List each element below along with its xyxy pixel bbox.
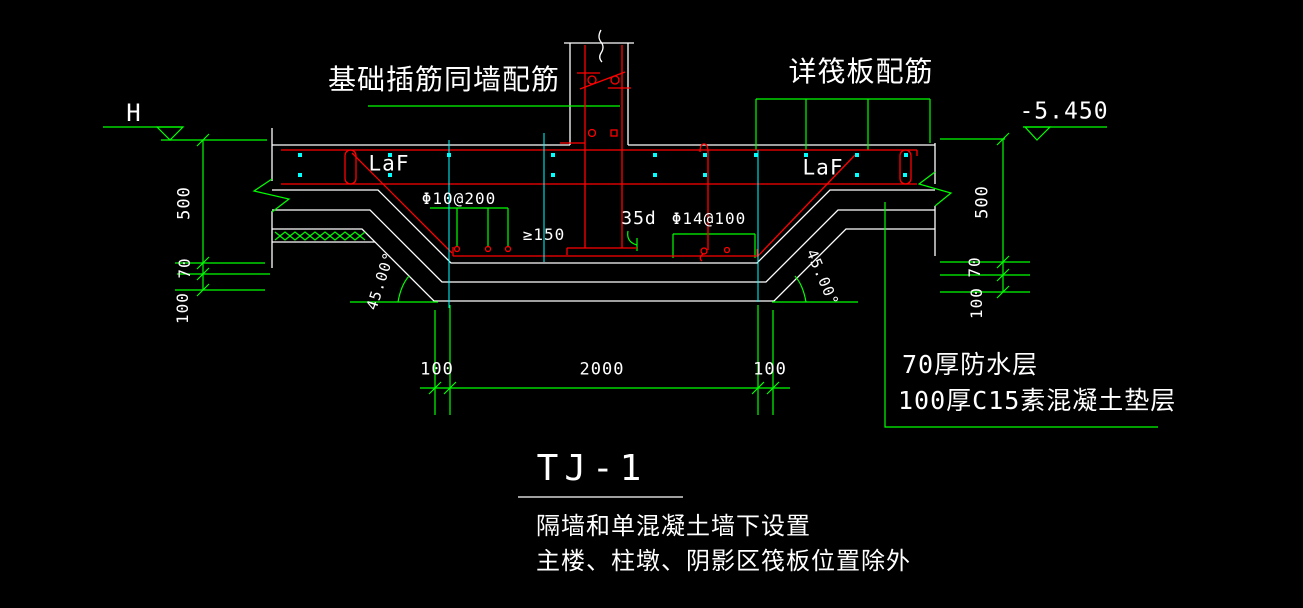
layer-note-line1: 70厚防水层 [902, 350, 1039, 379]
splice-bar-circle [587, 75, 597, 85]
hanger-hook-dot [700, 247, 708, 255]
wall-break-squiggle-icon [598, 29, 604, 63]
layer-note-line2: 100厚C15素混凝土垫层 [898, 386, 1177, 415]
anchorage-leader [627, 230, 638, 251]
slab-top-bar [281, 149, 918, 156]
left-break-icon [252, 178, 291, 213]
hanger-bar-top-hook [699, 143, 709, 153]
cyan-construction [298, 133, 908, 308]
anchorage-label: 35d [621, 208, 657, 229]
right-dim-extensions [940, 261, 1030, 293]
phi14-label: Φ14@100 [671, 209, 747, 228]
wall-bar-section-square [610, 129, 618, 137]
pit-bar-dot [484, 245, 492, 253]
phi14-leader [672, 233, 756, 258]
slab-bar-sections [298, 153, 908, 177]
layer-note-leader [884, 202, 1158, 428]
bottom-dim-extensions [434, 305, 774, 415]
right-lap-hook-loop [899, 149, 912, 185]
phi10-label: Φ10@200 [421, 189, 497, 208]
dim-left-100: 100 [173, 292, 192, 324]
left-bent-bar [351, 152, 453, 254]
rebar-linework [281, 45, 918, 262]
detail-title: TJ-1 [536, 448, 648, 489]
right-angle-arc [794, 275, 807, 303]
right-break-icon [917, 171, 953, 207]
dimension-linework [103, 98, 1158, 428]
pit-bottom-bar [452, 247, 758, 257]
right-elevation-marker-icon [1023, 126, 1052, 141]
elevation-label-left: H [126, 99, 142, 127]
left-lap-hook-loop [344, 149, 357, 185]
slab-bottom-contour [272, 189, 935, 264]
concrete-outline [271, 29, 936, 498]
right-bent-bar [756, 154, 856, 258]
dim-right-100: 100 [967, 287, 986, 319]
wall-outline [564, 42, 634, 145]
wall-dowel-label: 基础插筋同墙配筋 [327, 63, 561, 96]
pit-face-lines [448, 133, 759, 308]
lap-splice-symbol [577, 71, 631, 90]
right-dim-ticks [996, 132, 1010, 299]
wall-bar-section-circle [587, 128, 597, 138]
left-dim-extensions [175, 262, 270, 291]
lap-length-label-right: LaF [802, 155, 844, 180]
raft-rebar-leader [755, 98, 931, 150]
elevation-label-right: -5.450 [1019, 98, 1109, 125]
cushion-bottom-contour [272, 228, 935, 302]
dim-bottom-100-left: 100 [420, 359, 454, 380]
left-elevation-marker-icon [155, 126, 185, 141]
detail-note-1: 隔墙和单混凝土墙下设置 [536, 512, 811, 540]
pit-bar-dot [453, 245, 461, 253]
left-dim-ticks [196, 133, 210, 297]
pit-bar-dot [723, 246, 731, 254]
waterproof-bottom-contour [272, 209, 935, 283]
pit-bar-dot [504, 245, 512, 253]
dim-right-70: 70 [965, 256, 984, 278]
dim-bottom-100-right: 100 [753, 359, 787, 380]
dim-left-500: 500 [174, 186, 195, 220]
hook-length-label: ≥150 [522, 225, 566, 244]
cushion-hatch-cross [274, 231, 366, 241]
lap-length-label-left: LaF [368, 151, 410, 176]
left-angle-arc [397, 275, 410, 303]
phi10-leader [430, 207, 509, 246]
splice-bar-circle [610, 75, 620, 85]
wall-dowel-bars [566, 45, 637, 255]
dim-bottom-2000: 2000 [579, 359, 625, 380]
detail-note-2: 主楼、柱墩、阴影区筏板位置除外 [536, 547, 911, 575]
bottom-dim-ticks [428, 381, 780, 395]
raft-rebar-label: 详筏板配筋 [788, 55, 934, 88]
dim-left-70: 70 [175, 257, 194, 279]
dim-right-500: 500 [972, 185, 993, 219]
hanger-hook-tail [699, 253, 704, 262]
